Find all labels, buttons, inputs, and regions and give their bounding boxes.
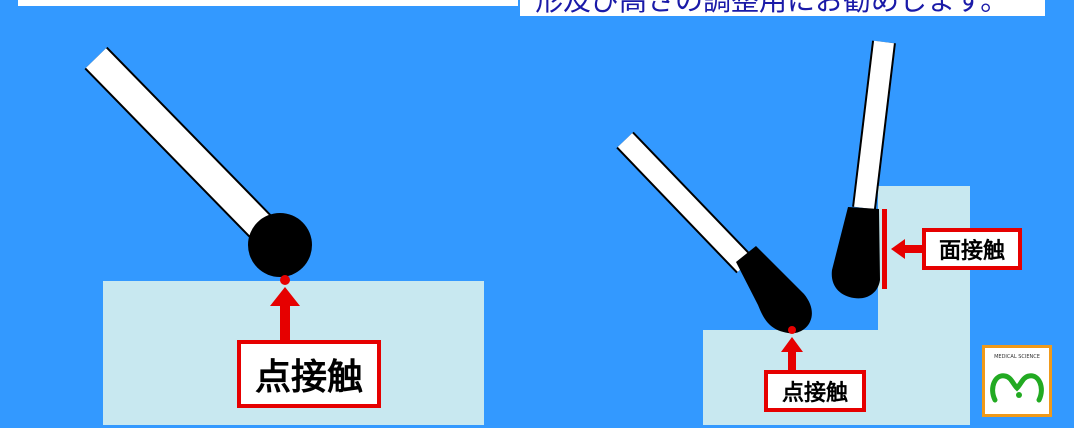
left-ball-tip [248,213,312,277]
caption-text: 形及び高さの調整用にお勧めします。 [535,0,1035,16]
top-left-box [18,0,518,6]
right-point-contact-label: 点接触 [764,370,866,412]
right-tool-point-tip [736,246,812,334]
left-arrow [270,287,300,340]
top-caption-box [520,0,1045,16]
right-arrow [781,337,803,370]
face-contact-label: 面接触 [922,228,1022,270]
face-arrow [891,239,925,259]
right-tool-point [616,131,812,334]
logo-text: MEDICAL SCIENCE [994,354,1040,360]
right-tool-face-tip [831,207,880,299]
left-tool [84,46,312,277]
left-point-contact-label: 点接触 [237,340,381,408]
logo-mark-icon [990,373,1044,403]
right-contact-dot [788,326,796,334]
right-tool-face [831,40,896,299]
face-contact-bar [882,209,887,289]
brand-logo: MEDICAL SCIENCE [982,345,1052,417]
left-contact-dot [280,275,290,285]
